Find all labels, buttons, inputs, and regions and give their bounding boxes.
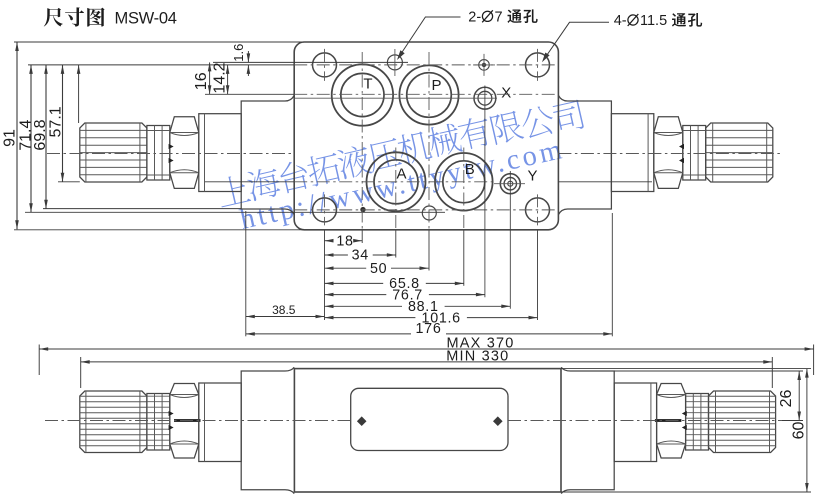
svg-text:69.8: 69.8 bbox=[32, 119, 49, 150]
svg-text:16: 16 bbox=[193, 72, 210, 90]
svg-text:18: 18 bbox=[336, 233, 353, 249]
svg-text:50: 50 bbox=[370, 261, 387, 277]
svg-text:T: T bbox=[363, 76, 372, 93]
svg-text:176: 176 bbox=[416, 321, 442, 337]
svg-text:26: 26 bbox=[778, 390, 795, 408]
svg-text:Y: Y bbox=[527, 168, 537, 185]
svg-text:11.5: 11.5 bbox=[640, 13, 667, 29]
svg-text:76.7: 76.7 bbox=[392, 287, 423, 303]
svg-text:38.5: 38.5 bbox=[272, 303, 296, 317]
svg-text:MSW-04: MSW-04 bbox=[115, 10, 177, 28]
svg-text:34: 34 bbox=[352, 248, 369, 264]
svg-text:B: B bbox=[465, 161, 475, 178]
svg-text:14.2: 14.2 bbox=[212, 62, 229, 93]
svg-text:7: 7 bbox=[495, 10, 503, 26]
svg-text:88.1: 88.1 bbox=[408, 299, 439, 315]
svg-text:65.8: 65.8 bbox=[389, 276, 420, 292]
svg-text:91: 91 bbox=[1, 129, 18, 147]
svg-text:MIN 330: MIN 330 bbox=[446, 348, 509, 364]
svg-text:101.6: 101.6 bbox=[422, 310, 461, 326]
svg-text:57.1: 57.1 bbox=[47, 106, 64, 137]
svg-text:A: A bbox=[396, 166, 406, 183]
svg-text:P: P bbox=[431, 77, 441, 94]
svg-text:71.4: 71.4 bbox=[17, 120, 34, 151]
svg-text:1.6: 1.6 bbox=[231, 44, 246, 62]
svg-text:4-: 4- bbox=[614, 13, 627, 29]
svg-text:MAX 370: MAX 370 bbox=[446, 335, 514, 351]
svg-text:2-: 2- bbox=[468, 10, 481, 26]
svg-text:X: X bbox=[501, 85, 511, 102]
svg-text:60: 60 bbox=[791, 422, 808, 440]
